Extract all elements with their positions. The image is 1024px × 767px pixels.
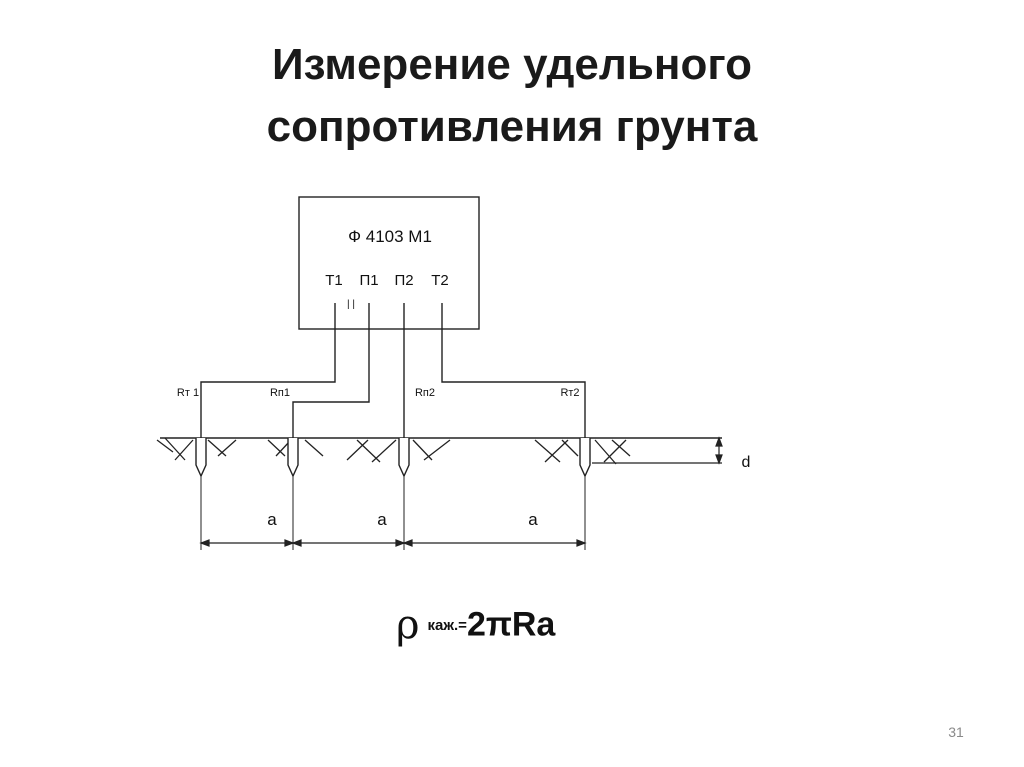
electrode-label-rt2: Rт2 [560, 387, 579, 399]
formula-expression: 2πRa [466, 605, 556, 644]
page-number: 31 [948, 724, 964, 740]
instrument-model: Ф 4103 М1 [348, 227, 432, 246]
rho-symbol: ρ [396, 602, 420, 648]
page-title: Измерение удельного сопротивления грунта [0, 34, 1024, 158]
extension-lines [200, 476, 586, 550]
terminal-label-t1: Т1 [325, 272, 343, 289]
electrode-rp1 [287, 438, 299, 478]
terminal-label-t2: Т2 [431, 272, 449, 289]
wire-p1 [292, 303, 370, 438]
depth-dimension [592, 436, 723, 465]
electrode-label-rp1: Rп1 [270, 387, 290, 399]
wires [200, 303, 586, 438]
terminal-label-p1: П1 [359, 272, 378, 289]
terminal-mark: | | [347, 299, 355, 310]
instrument-box [298, 196, 480, 330]
title-line-1: Измерение удельного [272, 40, 752, 89]
title-line-2: сопротивления грунта [266, 102, 758, 151]
spacing-label-3: a [528, 510, 538, 529]
electrode-rt2 [579, 438, 591, 478]
electrode-rt1 [195, 438, 207, 478]
terminal-label-p2: П2 [394, 272, 413, 289]
depth-label: d [742, 454, 751, 471]
ground-hatching [156, 437, 631, 465]
electrode-label-rt1: Rт 1 [177, 387, 199, 399]
electrode-rp2 [398, 438, 410, 478]
electrode-rods [195, 438, 591, 478]
formula-subscript: каж.= [427, 616, 467, 634]
spacing-label-1: a [267, 510, 277, 529]
electrode-label-rp2: Rп2 [415, 387, 435, 399]
wire-t1 [200, 303, 336, 438]
spacing-dimension [199, 539, 587, 547]
formula: ρ каж.=2πRa [396, 602, 555, 658]
spacing-label-2: a [377, 510, 387, 529]
wire-t2 [441, 303, 586, 438]
